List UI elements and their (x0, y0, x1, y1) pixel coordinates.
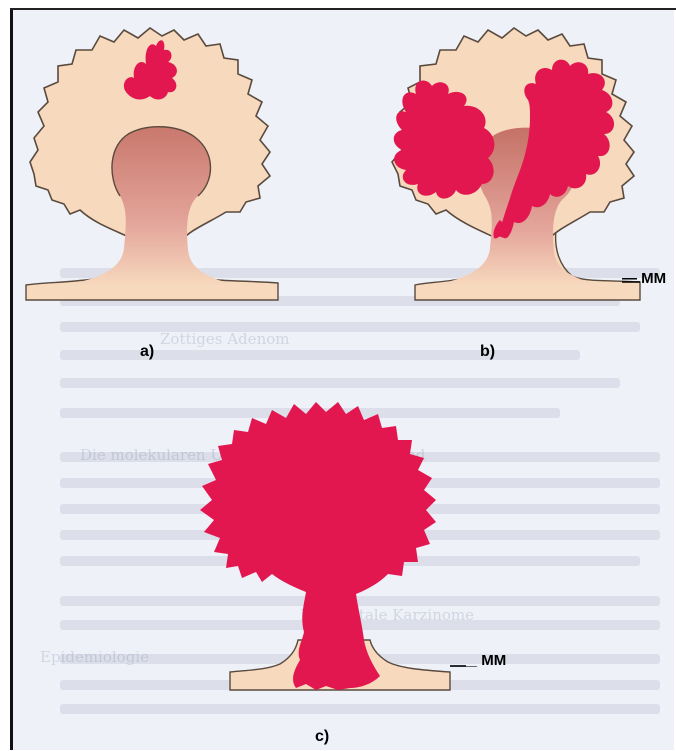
panel-b-polyp (392, 28, 640, 300)
panel-b-label: b) (480, 343, 495, 361)
panel-a-polyp (26, 28, 278, 300)
panel-c-polyp (200, 402, 466, 690)
panel-b-mm-label: — MM (622, 270, 666, 287)
panel-c-mm-label: ___ MM (452, 652, 506, 669)
panel-c-carcinoma-mass (200, 402, 436, 690)
panel-c-label: c) (315, 728, 329, 746)
panel-a-label: a) (140, 343, 154, 361)
